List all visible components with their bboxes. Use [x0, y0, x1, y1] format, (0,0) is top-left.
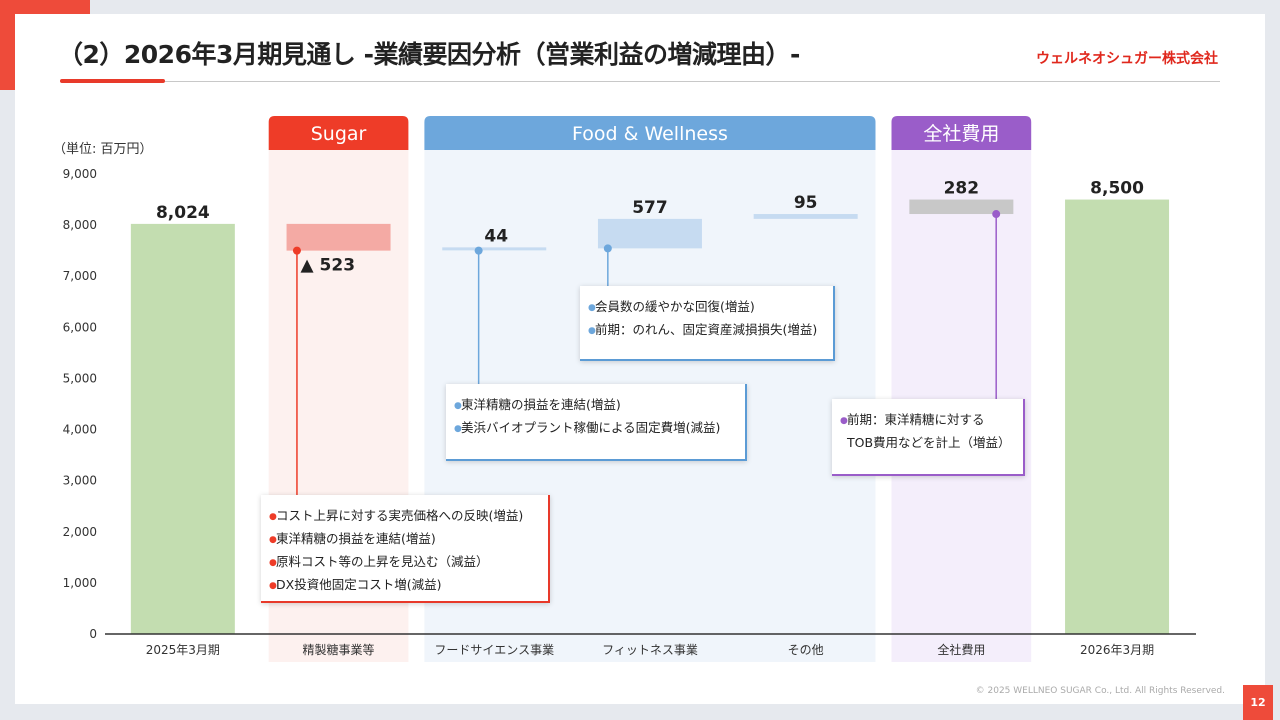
group-header-label-sugar: Sugar: [311, 123, 367, 145]
value-label: ▲ 523: [301, 256, 355, 276]
x-category-label: フィットネス事業: [602, 643, 698, 657]
y-tick-label: 9,000: [63, 167, 97, 181]
callout-fitness: ●会員数の緩やかな回復(増益) ●前期：のれん、固定資産減損損失(増益): [580, 286, 835, 361]
callout-fitness-item: ●前期：のれん、固定資産減損損失(増益): [588, 322, 818, 337]
group-header-label-corp: 全社費用: [923, 123, 999, 145]
page-title: （2）2026年3月期見通し -業績要因分析（営業利益の増減理由）-: [58, 40, 800, 69]
callout-corporate: ●前期：東洋精糖に対する TOB費用などを計上（増益）: [832, 399, 1025, 476]
x-category-label: その他: [788, 643, 824, 657]
callout-sugar-item: ●原料コスト等の上昇を見込む（減益）: [269, 554, 489, 569]
y-tick-label: 7,000: [63, 269, 97, 283]
connector-dot: [292, 246, 301, 255]
y-tick-label: 1,000: [63, 576, 97, 590]
bar-4: [753, 214, 858, 219]
connector-dot: [474, 246, 483, 255]
value-label: 282: [944, 179, 980, 199]
bar-5: [909, 199, 1014, 215]
callout-sugar-item: ●DX投資他固定コスト増(減益): [269, 577, 442, 592]
y-tick-label: 0: [89, 627, 97, 641]
value-label: 8,500: [1090, 179, 1144, 199]
group-header-food: [424, 116, 876, 150]
page-number: 12: [1243, 685, 1273, 720]
title-accent-line: [60, 79, 165, 83]
unit-label: （単位: 百万円）: [53, 142, 153, 157]
connector-dot: [992, 210, 1001, 219]
callout-corporate-item: ●前期：東洋精糖に対する: [840, 412, 985, 427]
callout-sugar: ●コスト上昇に対する実売価格への反映(増益) ●東洋精糖の損益を連結(増益) ●…: [261, 495, 550, 603]
callout-food-science-item: ●東洋精糖の損益を連結(増益): [454, 397, 621, 412]
y-tick-label: 4,000: [63, 423, 97, 437]
x-category-label: 2025年3月期: [146, 643, 220, 657]
x-category-label: 全社費用: [937, 642, 985, 657]
bar-6: [1065, 199, 1170, 635]
bar-2: [442, 247, 547, 251]
callout-fitness-item: ●会員数の緩やかな回復(増益): [588, 299, 755, 314]
callout-corporate-item: TOB費用などを計上（増益）: [847, 435, 1011, 450]
x-category-label: 精製糖事業等: [303, 642, 375, 657]
value-label: 8,024: [156, 203, 210, 223]
copyright: © 2025 WELLNEO SUGAR Co., Ltd. All Right…: [975, 686, 1225, 696]
bar-0: [130, 223, 235, 634]
callout-food-science: ●東洋精糖の損益を連結(増益) ●美浜バイオプラント稼働による固定費増(減益): [446, 384, 747, 461]
y-tick-label: 3,000: [63, 474, 97, 488]
group-header-corp: [891, 116, 1032, 150]
value-label: 577: [632, 198, 668, 218]
x-category-label: フードサイエンス事業: [434, 643, 554, 657]
x-category-label: 2026年3月期: [1080, 643, 1154, 657]
y-tick-label: 5,000: [63, 371, 97, 385]
value-label: 95: [794, 193, 818, 213]
group-header-sugar: [268, 116, 409, 150]
y-tick-label: 2,000: [63, 525, 97, 539]
callout-sugar-item: ●東洋精糖の損益を連結(増益): [269, 531, 436, 546]
connector-dot: [603, 244, 612, 253]
callout-food-science-item: ●美浜バイオプラント稼働による固定費増(減益): [454, 420, 721, 435]
y-tick-label: 6,000: [63, 320, 97, 334]
bar-3: [597, 218, 702, 249]
callout-sugar-item: ●コスト上昇に対する実売価格への反映(増益): [269, 508, 524, 523]
company-logo: ウェルネオシュガー株式会社: [1036, 51, 1218, 67]
y-tick-label: 8,000: [63, 218, 97, 232]
bar-1: [286, 223, 391, 251]
group-header-label-food: Food & Wellness: [572, 123, 728, 145]
title-divider: [60, 81, 1220, 82]
value-label: 44: [484, 226, 508, 246]
